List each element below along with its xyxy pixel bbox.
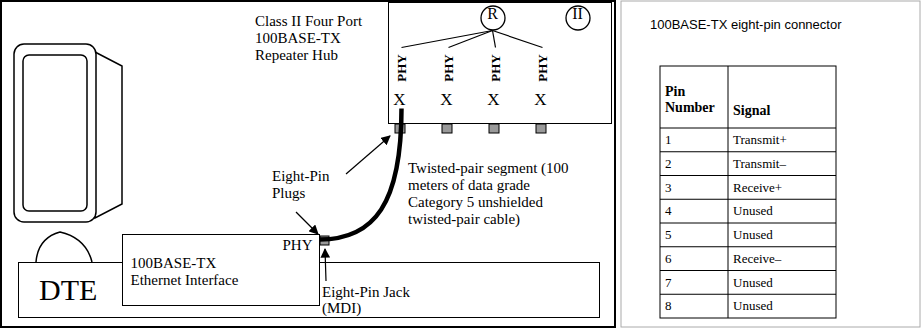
- repeater-letter: R: [480, 5, 506, 23]
- phy-label: PHY: [536, 54, 550, 81]
- phy-port: PHY X: [531, 48, 555, 109]
- class-circle: II: [565, 5, 591, 31]
- pin-number: 3: [665, 180, 725, 196]
- pin-table-grid: [660, 66, 836, 318]
- monitor-drawing: [14, 44, 122, 262]
- interface-label: 100BASE-TX Ethernet Interface: [131, 255, 257, 289]
- left-panel-frame: [1, 1, 615, 327]
- ethernet-interface-card: 100BASE-TX Ethernet Interface PHY: [122, 234, 320, 306]
- crossover-mark: X: [390, 91, 410, 109]
- signal-name: Transmit–: [733, 156, 833, 172]
- table-header: Signal: [733, 103, 831, 119]
- pin-number: 8: [665, 298, 725, 314]
- pin-number: 5: [665, 227, 725, 243]
- dte-label: DTE: [39, 274, 97, 306]
- signal-name: Receive+: [733, 180, 833, 196]
- right-panel-frame: [621, 1, 920, 327]
- phy-label: PHY: [442, 54, 456, 81]
- hub-heading: Class II Four Port 100BASE-TX Repeater H…: [255, 13, 383, 64]
- crossover-mark: X: [437, 91, 457, 109]
- repeater-link: [493, 31, 496, 48]
- repeater-link: [493, 31, 543, 48]
- crossover-mark: X: [484, 91, 504, 109]
- hub-ports: [395, 124, 546, 133]
- repeater-circle: R: [480, 5, 506, 31]
- class-numeral: II: [565, 5, 591, 23]
- pin-number: 6: [665, 251, 725, 267]
- callout-label: Eight-Pin Jack (MDI): [322, 284, 434, 316]
- phy-port: PHY X: [437, 48, 461, 109]
- crossover-mark: X: [531, 91, 551, 109]
- cable-note: Twisted-pair segment (100 meters of data…: [408, 160, 570, 228]
- callout-label: Eight-Pin Plugs: [272, 168, 354, 202]
- signal-name: Unused: [733, 275, 833, 291]
- signal-name: Unused: [733, 203, 833, 219]
- signal-name: Unused: [733, 298, 833, 314]
- pin-number: 7: [665, 275, 725, 291]
- phy-label: PHY: [395, 54, 409, 81]
- pin-number: 2: [665, 156, 725, 172]
- signal-name: Receive–: [733, 251, 833, 267]
- signal-name: Transmit+: [733, 132, 833, 148]
- repeater-link: [449, 31, 493, 48]
- repeater-link: [402, 31, 493, 48]
- phy-port: PHY X: [484, 48, 508, 109]
- pin-number: 1: [665, 132, 725, 148]
- phy-label: PHY: [282, 237, 312, 254]
- pin-number: 4: [665, 203, 725, 219]
- repeater-hub: Class II Four Port 100BASE-TX Repeater H…: [388, 2, 612, 124]
- twisted-pair-cable: [320, 109, 402, 240]
- table-header: Pin Number: [665, 84, 725, 116]
- signal-name: Unused: [733, 227, 833, 243]
- dte-box: DTE100BASE-TX Ethernet InterfacePHY: [18, 262, 600, 318]
- table-title: 100BASE-TX eight-pin connector: [650, 17, 915, 32]
- phy-port: PHY X: [390, 48, 414, 109]
- phy-label: PHY: [489, 54, 503, 81]
